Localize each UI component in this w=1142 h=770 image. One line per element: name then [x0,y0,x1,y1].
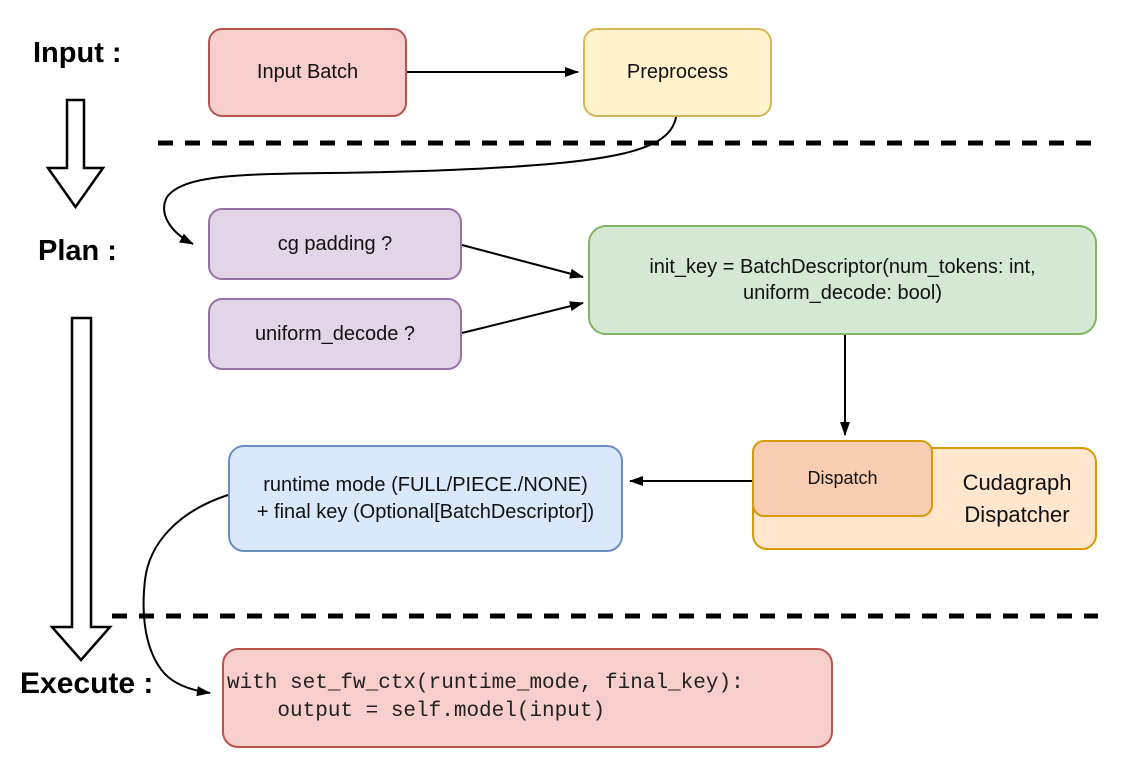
section-label-input: Input : [33,37,122,69]
node-preprocess: Preprocess [583,28,772,117]
section-arrow-plan-to-execute-icon [49,316,113,662]
node-execute-code: with set_fw_ctx(runtime_mode, final_key)… [222,648,833,748]
edge-runtimemode-to-code-curve [142,494,229,697]
node-cg-padding: cg padding ? [208,208,462,280]
node-runtime-mode-final-key: runtime mode (FULL/PIECE./NONE) + final … [228,445,623,552]
section-label-plan: Plan : [38,235,117,267]
node-init-key-batchdescriptor: init_key = BatchDescriptor(num_tokens: i… [588,225,1097,335]
edge-cgpadding-to-initkey [461,244,584,279]
node-input-batch: Input Batch [208,28,407,117]
node-dispatch: Dispatch [752,440,933,517]
edge-uniformdecode-to-initkey [461,301,584,334]
node-uniform-decode: uniform_decode ? [208,298,462,370]
section-arrow-input-to-plan-icon [45,98,106,210]
section-label-execute: Execute : [20,667,154,700]
